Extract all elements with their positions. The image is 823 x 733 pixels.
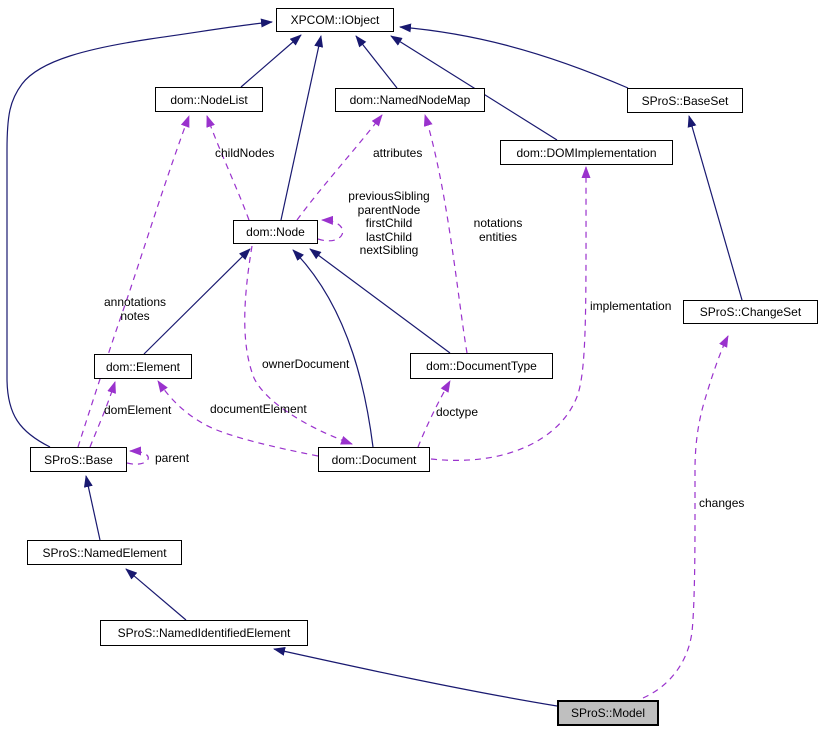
edge-usage-doctype (417, 380, 451, 448)
edge-label-line: notes (120, 308, 150, 323)
edge-label-line: lastChild (365, 229, 413, 244)
node-dom-namednodemap[interactable]: dom::NamedNodeMap (335, 88, 485, 112)
edge-label-annotations-notes: annotations notes (100, 295, 170, 323)
edge-label-attributes: attributes (373, 146, 423, 160)
edge-label-domelement: domElement (104, 403, 172, 417)
node-spros-base[interactable]: SProS::Base (30, 447, 127, 472)
edge-inherit-namedelement-base (83, 475, 101, 541)
node-spros-model: SProS::Model (557, 700, 659, 726)
edge-usage-parent (126, 446, 149, 465)
node-dom-documenttype[interactable]: dom::DocumentType (410, 353, 553, 379)
edge-usage-attributes (296, 114, 383, 221)
node-spros-namedelement[interactable]: SProS::NamedElement (27, 540, 182, 565)
edge-inherit-documenttype-node (309, 248, 451, 354)
edge-label-notations-entities: notations entities (466, 216, 530, 244)
node-dom-element[interactable]: dom::Element (94, 354, 192, 379)
edge-label-line: previousSibling (348, 189, 430, 203)
edge-usage-implementation (430, 166, 591, 461)
node-spros-changeset[interactable]: SProS::ChangeSet (683, 300, 818, 324)
node-dom-domimplementation[interactable]: dom::DOMImplementation (500, 140, 673, 165)
edge-usage-childnodes (206, 115, 250, 221)
edge-label-line: annotations (103, 295, 167, 309)
edge-label-documentelement: documentElement (210, 402, 307, 416)
edge-inherit-base-iobject (6, 18, 273, 448)
node-dom-nodelist[interactable]: dom::NodeList (155, 87, 263, 112)
edge-label-parent: parent (155, 451, 190, 465)
edge-inherit-nodelist-iobject (240, 34, 302, 88)
edge-usage-changes (642, 335, 729, 699)
edge-inherit-model-namedidentifiedelement (273, 646, 558, 707)
edge-inherit-namednodemap-iobject (355, 35, 398, 89)
edge-label-implementation: implementation (590, 299, 672, 313)
edge-label-line: notations (473, 216, 523, 230)
edge-inherit-element-node (143, 248, 251, 355)
edge-label-doctype: doctype (436, 405, 479, 419)
edge-inherit-namedidentifiedelement-namedelement (125, 568, 187, 621)
edge-label-node-selfloop: previousSibling parentNode firstChild la… (341, 189, 437, 258)
edge-usage-documentelement (157, 380, 319, 457)
edge-label-changes: changes (699, 496, 745, 510)
node-dom-node[interactable]: dom::Node (233, 220, 318, 244)
edge-usage-notations-entities (423, 114, 468, 354)
edge-label-line: nextSibling (359, 243, 419, 257)
edge-inherit-document-node (292, 249, 374, 448)
edge-inherit-baseset-iobject (399, 23, 629, 89)
edge-usage-ownerdocument (244, 245, 353, 445)
node-spros-baseset[interactable]: SProS::BaseSet (627, 88, 743, 113)
edge-label-line: firstChild (365, 216, 413, 230)
edge-usage-node-selfloop (317, 215, 344, 242)
edge-label-ownerdocument: ownerDocument (262, 357, 350, 371)
edge-inherit-changeset-baseset (687, 115, 743, 301)
node-dom-document[interactable]: dom::Document (318, 447, 430, 472)
edge-usage-domelement (89, 381, 116, 448)
node-spros-namedidentifiedelement[interactable]: SProS::NamedIdentifiedElement (100, 620, 308, 646)
node-xpcom-iobject[interactable]: XPCOM::IObject (276, 8, 394, 32)
edge-label-line: entities (478, 229, 518, 244)
edge-inherit-node-iobject (280, 35, 324, 221)
edge-label-line: parentNode (357, 202, 421, 217)
edge-usage-annotations-notes (77, 115, 190, 448)
edge-label-childnodes: childNodes (215, 146, 275, 160)
